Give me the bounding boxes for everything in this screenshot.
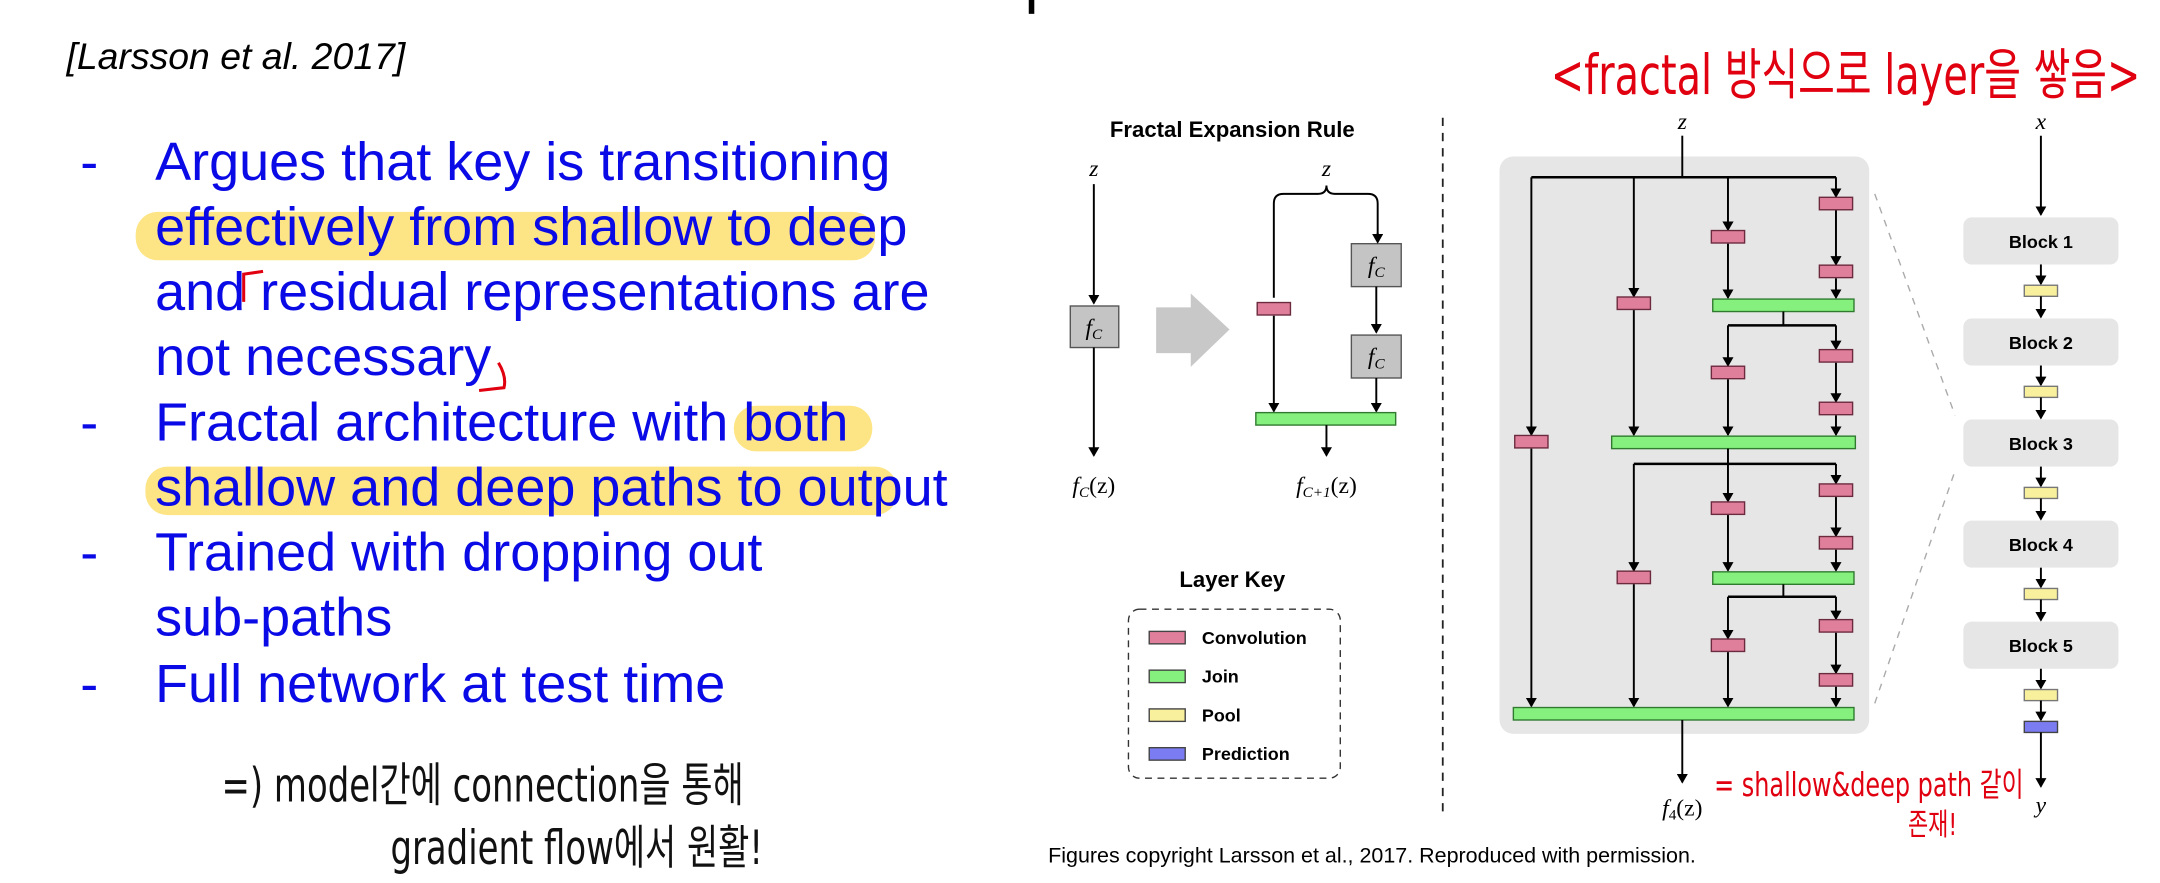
block-3: Block 3 [1963, 419, 2119, 467]
convolution-layer [1710, 638, 1746, 653]
svg-text:Block 2: Block 2 [2009, 333, 2073, 353]
svg-text:Pool: Pool [1202, 705, 1241, 725]
svg-text:Convolution: Convolution [1202, 628, 1307, 648]
join-layer [1712, 298, 1855, 313]
zoom-guide [1874, 193, 1956, 416]
svg-text:Prediction: Prediction [1202, 744, 1290, 764]
convolution-layer [1514, 434, 1549, 449]
convolution-layer [1616, 296, 1652, 311]
svg-text:Block 4: Block 4 [2009, 535, 2073, 555]
handwritten-note: <fractal 방식으로 layer을 쌓음> [1550, 44, 2141, 108]
pen-marks [242, 269, 507, 392]
pool-layer [2023, 587, 2059, 601]
convolution-layer [1818, 535, 1854, 550]
convolution-layer [1818, 348, 1854, 363]
convolution-layer [1818, 196, 1854, 211]
block-2: Block 2 [1963, 318, 2119, 366]
bullet-text: effectively from shallow to deep [155, 197, 908, 258]
bullet-text: not necessary [155, 328, 492, 388]
handwritten-note: 존재! [1907, 808, 1958, 844]
bullet-marker: - [80, 523, 99, 583]
bullet-marker: - [80, 654, 99, 715]
bullet-marker: - [80, 132, 99, 193]
convolution-layer [1818, 264, 1854, 279]
layer-key-box [1127, 608, 1341, 779]
highlight [135, 211, 876, 261]
svg-text:fC: fC [1368, 253, 1386, 281]
convolution-layer [1818, 618, 1854, 633]
bullet-text: Trained with dropping out [155, 523, 763, 583]
highlight [733, 405, 873, 452]
label-y: y [2034, 793, 2047, 819]
label-z: z [1677, 109, 1687, 135]
citation: [Larsson et al. 2017] [66, 35, 406, 78]
pool-layer [2023, 284, 2059, 297]
convolution-layer [1710, 365, 1746, 380]
join-layer [1512, 706, 1855, 721]
handwritten-note: gradient flow에서 원활! [390, 821, 763, 877]
label-z: z [1321, 156, 1331, 182]
svg-text:Block 1: Block 1 [2009, 232, 2073, 252]
layer-key-title: Layer Key [1179, 567, 1286, 592]
convolution-layer [1710, 501, 1746, 516]
convolution-layer [1818, 483, 1854, 498]
fc-block: fC [1069, 305, 1120, 349]
join-layer [1255, 411, 1397, 426]
handwritten-note: = shallow&deep path 같이 [1714, 765, 2024, 805]
svg-text:Block 5: Block 5 [2009, 636, 2073, 656]
bracket [1272, 185, 1379, 298]
block-1: Block 1 [1963, 217, 2119, 265]
convolution-layer [1256, 301, 1292, 316]
svg-text:Join: Join [1202, 667, 1239, 687]
label-x: x [2035, 109, 2047, 135]
label-fc-z: fC(z) [1072, 473, 1115, 501]
bullet-text: and residual representations are [155, 263, 930, 323]
comma-mark [478, 361, 507, 392]
bullet-text: shallow and deep paths to output [155, 458, 948, 518]
pool-layer [2023, 385, 2059, 399]
label-f4-z: f4(z) [1662, 796, 1702, 824]
svg-text:fC: fC [1085, 315, 1103, 343]
layer-key-item: Convolution [1148, 628, 1307, 648]
bullet-marker: - [80, 393, 99, 453]
figure-caption: Figures copyright Larsson et al., 2017. … [1048, 844, 1696, 869]
svg-text:fC: fC [1368, 344, 1386, 372]
bullet-text: Full network at test time [155, 654, 726, 715]
layer-key-item: Join [1148, 667, 1239, 687]
fc-block: fC [1350, 242, 1402, 288]
convolution-layer [1710, 229, 1746, 244]
expansion-arrow-icon [1156, 293, 1230, 367]
pool-layer [2023, 486, 2059, 500]
svg-text:Block 3: Block 3 [2009, 434, 2073, 454]
convolution-layer [1818, 401, 1854, 416]
block-4: Block 4 [1963, 520, 2119, 568]
convolution-layer [1616, 570, 1652, 585]
bullet-text: Argues that key is transitioning [155, 132, 891, 193]
join-layer [1610, 435, 1857, 450]
fc-block: fC [1350, 334, 1402, 379]
expansion-title: Fractal Expansion Rule [1110, 117, 1355, 142]
label-z: z [1088, 156, 1098, 182]
slide-title-fragment [1028, 0, 1035, 14]
insert-mark [242, 269, 264, 302]
bullet-text: sub-paths [155, 588, 393, 648]
pool-layer [2023, 688, 2059, 702]
bullet-text: Fractal architecture with both [155, 393, 849, 453]
handwritten-note: =) model간에 connection을 통해 [221, 758, 744, 815]
block-5: Block 5 [1963, 621, 2119, 669]
layer-key-item: Pool [1148, 705, 1241, 725]
zoom-guide [1874, 470, 1956, 704]
label-fc1-z: fC+1(z) [1296, 473, 1357, 501]
highlight [145, 466, 898, 516]
join-layer [1712, 571, 1855, 585]
convolution-layer [1818, 672, 1854, 687]
prediction-layer [2023, 720, 2059, 734]
layer-key-item: Prediction [1148, 744, 1290, 764]
